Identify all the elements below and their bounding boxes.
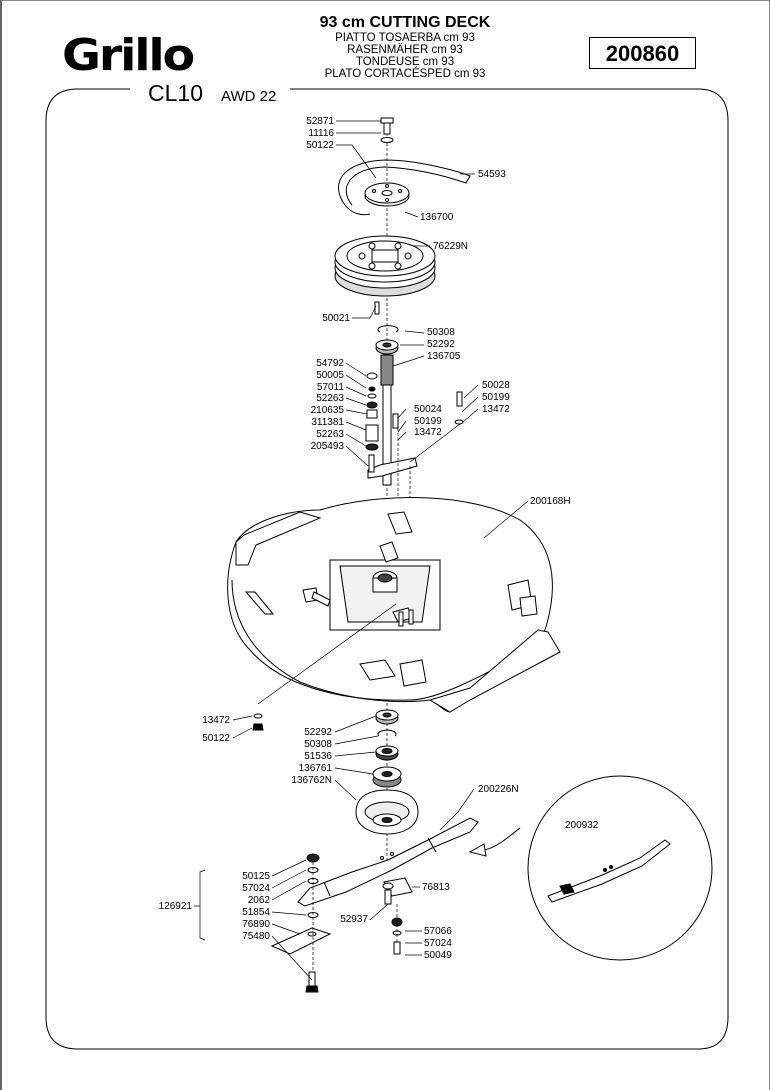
part-label-50199-2: 50199 <box>482 392 510 403</box>
part-label-126921: 126921 <box>158 901 192 912</box>
part-label-136761: 136761 <box>298 763 332 774</box>
circlip-50308 <box>377 325 399 333</box>
spacer-stack <box>365 372 379 451</box>
part-label-76229N: 76229N <box>433 241 469 252</box>
bolt-50024 <box>392 413 399 429</box>
bearing-52292-bottom <box>375 709 399 725</box>
part-label-13472-2: 13472 <box>482 404 510 415</box>
cutting-deck-200168H <box>227 497 561 713</box>
alt-blade-200932 <box>547 839 671 903</box>
part-label-50005: 50005 <box>316 370 344 381</box>
part-label-54792: 54792 <box>316 358 344 369</box>
part-label-50199: 50199 <box>414 416 442 427</box>
drawing-code: 200860 <box>589 37 696 69</box>
frame-border <box>45 88 729 1050</box>
part-label-50125: 50125 <box>242 871 270 882</box>
part-label-52263-2: 52263 <box>316 429 344 440</box>
part-label-50308: 50308 <box>427 327 455 338</box>
bolt-52871 <box>380 117 394 135</box>
part-label-50122-2: 50122 <box>202 733 230 744</box>
bolt-50028 <box>456 391 463 407</box>
part-label-50028: 50028 <box>482 380 510 391</box>
part-label-50049: 50049 <box>424 950 452 961</box>
tensioner-arm-205493 <box>367 457 418 479</box>
part-label-13472: 13472 <box>414 427 442 438</box>
subtitle-fr: TONDEUSE cm 93 <box>355 56 455 68</box>
part-label-200226N: 200226N <box>478 784 519 795</box>
page-title: 93 cm CUTTING DECK <box>319 14 491 31</box>
model-name: CL10 <box>148 80 203 106</box>
blade-fixing-stack <box>382 877 413 955</box>
part-label-75480: 75480 <box>242 931 270 942</box>
part-label-51854: 51854 <box>242 907 270 918</box>
part-label-52292: 52292 <box>427 339 455 350</box>
part-label-200168H: 200168H <box>530 496 571 507</box>
part-label-210635: 210635 <box>310 405 344 416</box>
part-label-57024: 57024 <box>242 883 270 894</box>
key-50021 <box>374 301 380 315</box>
part-label-136705: 136705 <box>427 351 461 362</box>
part-label-54593: 54593 <box>478 169 506 180</box>
part-label-50308-2: 50308 <box>304 739 332 750</box>
part-label-57011: 57011 <box>316 382 344 393</box>
washer-11116 <box>380 137 394 143</box>
part-label-200932: 200932 <box>565 820 599 831</box>
part-label-76813: 76813 <box>422 882 450 893</box>
part-label-13472-3: 13472 <box>202 715 230 726</box>
part-label-57066: 57066 <box>424 926 452 937</box>
pulley-76229N <box>334 235 436 297</box>
leader-lines <box>194 120 529 981</box>
subtitle-it: PIATTO TOSAERBA cm 93 <box>335 32 475 44</box>
blade-holder-136762N <box>355 789 419 835</box>
part-label-52263: 52263 <box>316 393 344 404</box>
shaft-136705 <box>380 354 394 486</box>
part-label-52937: 52937 <box>340 914 368 925</box>
inset-arrow <box>468 843 487 857</box>
part-label-205493: 205493 <box>310 441 344 452</box>
part-label-76890: 76890 <box>242 919 270 930</box>
subtitle-de: RASENMÄHER cm 93 <box>347 44 463 56</box>
belt-guide-54593 <box>338 159 471 216</box>
part-label-11116: 11116 <box>308 128 334 139</box>
part-label-2062: 2062 <box>247 895 270 906</box>
part-label-50021: 50021 <box>322 313 350 324</box>
subtitle-es: PLATO CORTACÉSPED cm 93 <box>324 68 486 80</box>
part-label-57024-2: 57024 <box>424 938 452 949</box>
blade-200226N <box>297 817 479 907</box>
part-label-136700: 136700 <box>420 212 454 223</box>
hub-136761 <box>372 766 402 788</box>
part-label-50122: 50122 <box>306 140 334 151</box>
part-label-51536: 51536 <box>304 751 332 762</box>
bearing-52292-top <box>375 339 399 355</box>
circlip-50308-bottom <box>377 729 397 737</box>
part-label-50024: 50024 <box>414 404 442 415</box>
hub-136700 <box>364 182 410 207</box>
part-label-52292-2: 52292 <box>304 727 332 738</box>
title-block: 93 cm CUTTING DECK PIATTO TOSAERBA cm 93… <box>240 14 570 80</box>
bearing-51536 <box>375 745 399 761</box>
part-label-52871: 52871 <box>306 116 334 127</box>
model-variant: AWD 22 <box>221 88 277 105</box>
blade-bolt-stack <box>270 853 332 993</box>
brand-logo: Grillo <box>62 30 195 81</box>
part-label-311381: 311381 <box>311 417 344 428</box>
part-label-136762N: 136762N <box>291 775 332 786</box>
